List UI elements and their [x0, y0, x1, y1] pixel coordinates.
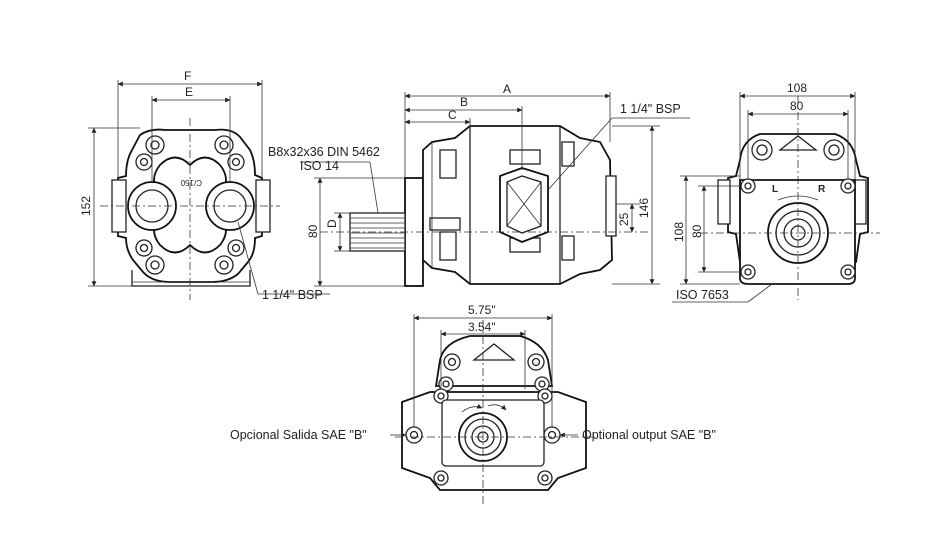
dim-5-75: 5.75": [468, 303, 496, 317]
dim-80-left: 80: [690, 224, 704, 238]
front-body-mark: C/150: [180, 178, 202, 187]
rear-view: L R 108 80 108 80 ISO 7653: [672, 81, 880, 303]
side-view: C/150 A B C 146 25 80 D: [268, 82, 690, 287]
dim-108-top: 108: [787, 81, 807, 95]
dim-e: E: [185, 85, 193, 99]
dim-146: 146: [637, 198, 651, 218]
dim-25: 25: [617, 212, 631, 226]
front-port-label: 1 1/4" BSP: [262, 288, 323, 302]
shaft-spec-line2: ISO 14: [300, 159, 339, 173]
side-port-label: 1 1/4" BSP: [620, 102, 681, 116]
dim-108-left: 108: [672, 222, 686, 242]
front-view: C/150 F E 152 1 1/4" BSP: [79, 69, 330, 302]
rear-mark-r: R: [818, 184, 826, 195]
dim-152: 152: [79, 196, 93, 216]
dim-80-top: 80: [790, 99, 804, 113]
rear-standard-label: ISO 7653: [676, 288, 729, 302]
dim-80-side: 80: [306, 224, 320, 238]
flange-view: 5.75" 3.54" Opcional Salida SAE "B" Opti…: [230, 303, 716, 505]
dim-d: D: [325, 219, 339, 228]
rear-mark-l: L: [772, 184, 778, 195]
dim-c: C: [448, 108, 457, 122]
dim-b: B: [460, 95, 468, 109]
shaft-spec-line1: B8x32x36 DIN 5462: [268, 145, 380, 159]
dim-a: A: [503, 82, 511, 96]
side-body-mark: C/150: [432, 221, 454, 230]
dim-f: F: [184, 69, 191, 83]
flange-right-label: Optional output SAE "B": [582, 428, 716, 442]
flange-left-label: Opcional Salida SAE "B": [230, 428, 367, 442]
dim-3-54: 3.54": [468, 320, 496, 334]
